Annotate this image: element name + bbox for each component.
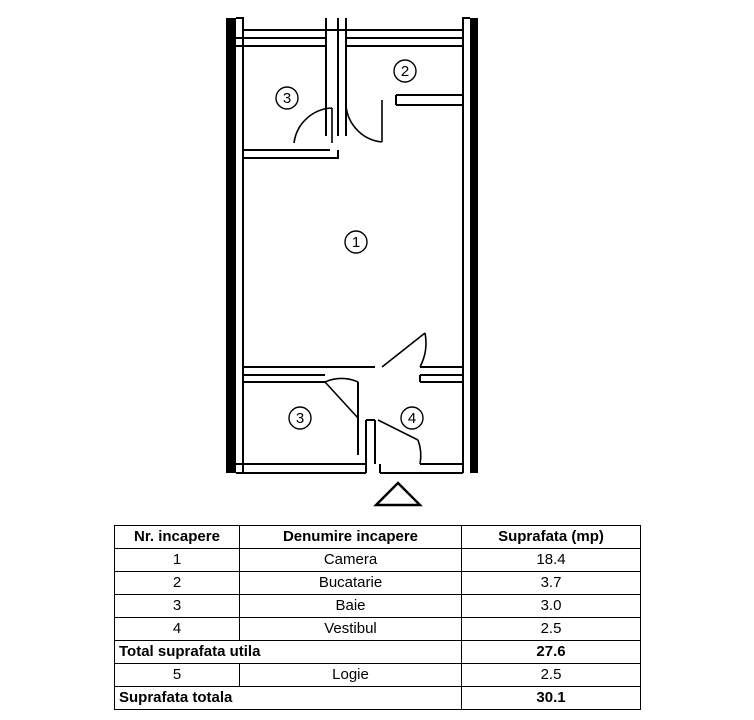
floor-plan: 2 3 1 3 4 <box>226 17 478 507</box>
total-label: Suprafata totala <box>114 686 462 710</box>
row-area: 2.5 <box>461 617 641 641</box>
row-area: 18.4 <box>461 548 641 572</box>
table-row: 4 Vestibul 2.5 <box>114 617 641 641</box>
svg-text:2: 2 <box>401 63 409 80</box>
row-area: 3.0 <box>461 594 641 618</box>
row-name: Camera <box>239 548 462 572</box>
interior-walls-top <box>243 18 463 159</box>
room-label-bucatarie: 2 <box>393 59 417 83</box>
row-area: 3.7 <box>461 571 641 595</box>
row-nr: 5 <box>114 663 240 687</box>
room-label-camera: 1 <box>344 230 368 254</box>
table-header-row: Nr. incapere Denumire incapere Suprafata… <box>114 525 641 549</box>
table-row: 1 Camera 18.4 <box>114 548 641 572</box>
table-row: 3 Baie 3.0 <box>114 594 641 618</box>
svg-text:1: 1 <box>352 234 360 251</box>
room-label-baie-top: 3 <box>275 86 299 110</box>
door-swings <box>293 99 427 465</box>
total-util-label: Total suprafata utila <box>114 640 462 664</box>
total-row: Suprafata totala 30.1 <box>114 686 641 710</box>
room-label-baie-bottom: 3 <box>288 406 312 430</box>
row-name: Vestibul <box>239 617 462 641</box>
interior-walls-middle <box>243 366 463 464</box>
room-label-vestibul: 4 <box>400 406 424 430</box>
row-area: 2.5 <box>461 663 641 687</box>
row-nr: 2 <box>114 571 240 595</box>
header-area: Suprafata (mp) <box>461 525 641 549</box>
table-row: 2 Bucatarie 3.7 <box>114 571 641 595</box>
triangle-entrance-icon <box>373 481 423 507</box>
svg-text:3: 3 <box>283 90 291 107</box>
row-nr: 3 <box>114 594 240 618</box>
row-name: Logie <box>239 663 462 687</box>
row-nr: 1 <box>114 548 240 572</box>
total-util-value: 27.6 <box>461 640 641 664</box>
row-name: Bucatarie <box>239 571 462 595</box>
header-nr: Nr. incapere <box>114 525 240 549</box>
svg-text:4: 4 <box>408 410 416 427</box>
row-name: Baie <box>239 594 462 618</box>
area-table: Nr. incapere Denumire incapere Suprafata… <box>114 525 641 710</box>
row-nr: 4 <box>114 617 240 641</box>
total-util-row: Total suprafata utila 27.6 <box>114 640 641 664</box>
header-name: Denumire incapere <box>239 525 462 549</box>
svg-text:3: 3 <box>296 410 304 427</box>
table-row: 5 Logie 2.5 <box>114 663 641 687</box>
total-value: 30.1 <box>461 686 641 710</box>
